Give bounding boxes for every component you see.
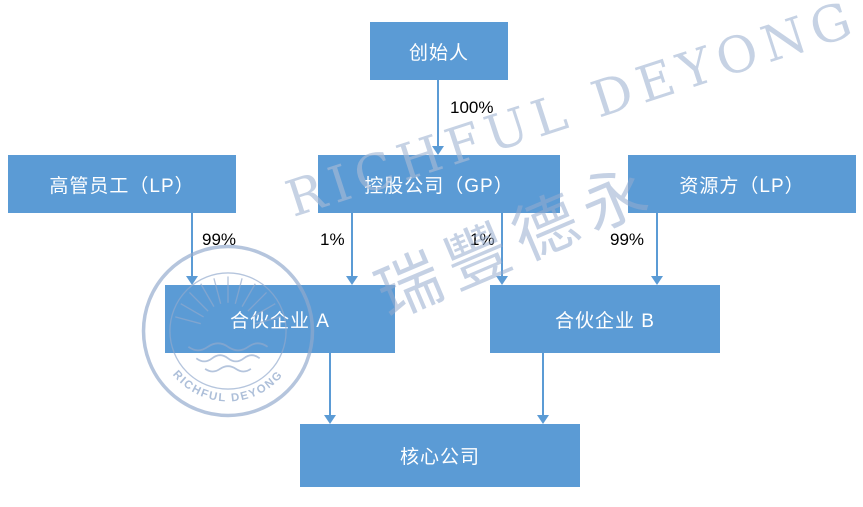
node-executives-lp: 高管员工（LP）	[8, 155, 236, 213]
edge-holding-to-a	[346, 213, 358, 285]
arrow-line	[656, 213, 658, 276]
edge-executives-to-a	[186, 213, 198, 285]
node-founder-label: 创始人	[408, 42, 469, 64]
arrowhead-icon	[324, 415, 336, 424]
node-resource-lp-label: 资源方（LP）	[679, 175, 805, 197]
edge-label-holding-to-b: 1%	[470, 230, 495, 249]
node-core-company: 核心公司	[300, 424, 580, 487]
arrow-line	[437, 80, 439, 146]
node-founder: 创始人	[370, 22, 508, 80]
arrow-line	[191, 213, 193, 276]
arrow-line	[351, 213, 353, 276]
edge-label-resource-to-b: 99%	[610, 230, 645, 249]
arrow-line	[501, 213, 503, 276]
edge-b-to-core	[537, 353, 549, 424]
node-partnership-a-label: 合伙企业 A	[230, 310, 330, 332]
edge-label-executives-to-a: 99%	[202, 230, 237, 249]
edge-holding-to-b	[496, 213, 508, 285]
node-partnership-b: 合伙企业 B	[490, 285, 720, 353]
node-resource-lp: 资源方（LP）	[628, 155, 856, 213]
arrowhead-icon	[651, 276, 663, 285]
edge-resource-to-b	[651, 213, 663, 285]
arrow-line	[542, 353, 544, 415]
node-partnership-b-label: 合伙企业 B	[555, 310, 655, 332]
node-partnership-a: 合伙企业 A	[165, 285, 395, 353]
arrowhead-icon	[346, 276, 358, 285]
edge-label-holding-to-a: 1%	[320, 230, 345, 249]
arrowhead-icon	[186, 276, 198, 285]
node-holding-gp: 控股公司（GP）	[318, 155, 560, 213]
edge-label-founder-to-holding: 100%	[450, 98, 494, 117]
arrow-line	[329, 353, 331, 415]
arrowhead-icon	[537, 415, 549, 424]
arrowhead-icon	[432, 146, 444, 155]
edge-founder-to-holding	[432, 80, 444, 155]
edge-a-to-core	[324, 353, 336, 424]
seal-text: RICHFUL DEYONG	[170, 368, 286, 404]
node-holding-gp-label: 控股公司（GP）	[364, 175, 514, 197]
node-core-company-label: 核心公司	[399, 447, 480, 468]
arrowhead-icon	[496, 276, 508, 285]
node-executives-lp-label: 高管员工（LP）	[49, 175, 195, 197]
